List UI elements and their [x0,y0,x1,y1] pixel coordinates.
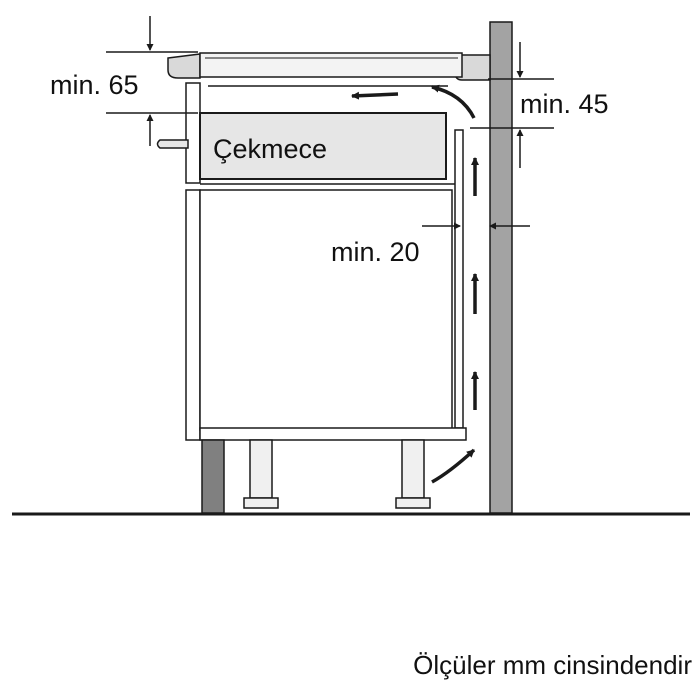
dim-65-label: min. 65 [50,70,139,100]
arrow-icon [431,84,476,119]
units-note: Ölçüler mm cinsindendir [413,650,692,680]
leg-left [243,439,279,509]
cabinet-side-lower [185,189,201,441]
drawer-handle [156,139,189,149]
hob [199,52,463,78]
dimension-65 [106,16,198,146]
cabinet-back-panel [454,129,464,429]
countertop-left [167,53,201,79]
arrow-icon [431,448,476,484]
cabinet-side-upper [185,82,201,184]
drawer [199,112,447,180]
back-wall [489,21,513,514]
arrow-icon [351,91,399,100]
drawer-label: Çekmece [213,134,327,164]
airflow-arrows [351,84,479,484]
leg-right [395,439,431,509]
cabinet-door [199,189,453,431]
cabinet-bottom [199,427,467,441]
plinth [201,439,225,514]
dimension-45 [470,42,554,168]
dim-20-label: min. 20 [331,237,420,267]
dim-45-label: min. 45 [520,89,609,119]
